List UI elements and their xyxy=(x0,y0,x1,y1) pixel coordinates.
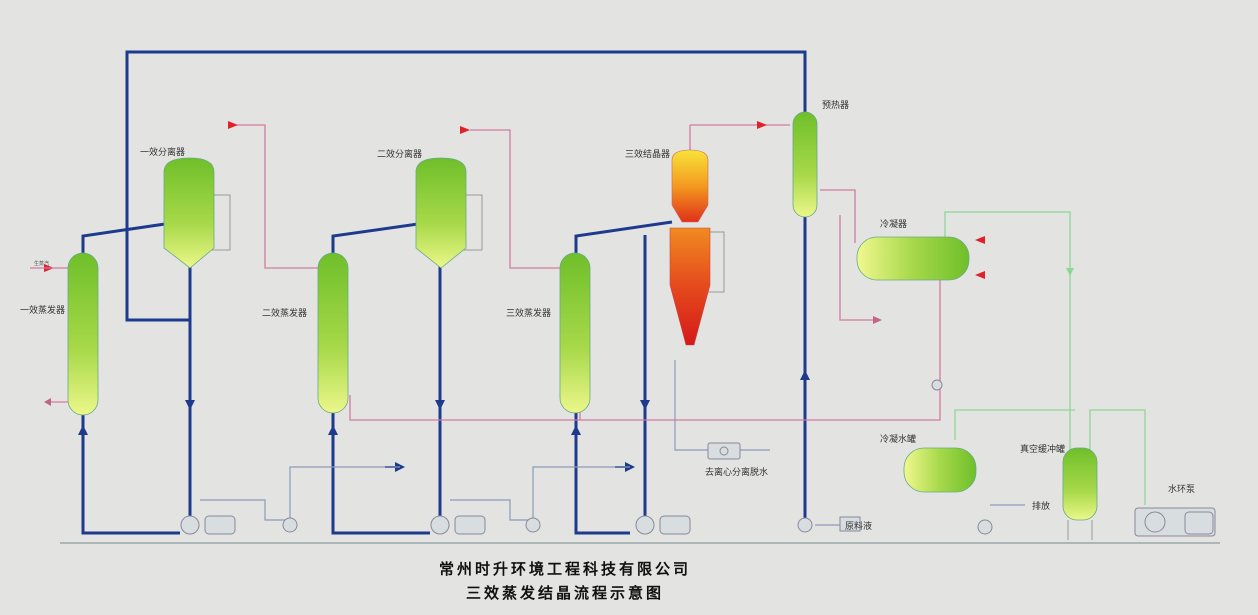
separator-2 xyxy=(415,157,483,269)
crystallizer xyxy=(669,149,725,346)
label-water-ring-pump: 水环泵 xyxy=(1168,483,1195,495)
label-evap2: 二效蒸发器 xyxy=(262,307,307,319)
cooling-lines xyxy=(944,211,1146,505)
label-vacuum-buffer: 真空缓冲罐 xyxy=(1020,443,1065,455)
separator-1 xyxy=(163,157,231,269)
diagram-title: 三效蒸发结晶流程示意图 xyxy=(465,584,664,602)
label-evap3: 三效蒸发器 xyxy=(506,307,551,319)
label-discharge: 排放 xyxy=(1032,500,1050,512)
label-sep2: 二效分离器 xyxy=(377,148,422,160)
label-feed: 原料液 xyxy=(845,520,872,532)
vacuum-buffer-tank xyxy=(1062,447,1098,540)
label-cryst: 三效结晶器 xyxy=(625,148,670,160)
label-preheater: 预热器 xyxy=(822,99,849,111)
evaporator-2 xyxy=(317,252,349,414)
condensate-tank xyxy=(903,447,977,493)
pumps xyxy=(180,379,1216,537)
vapour-lines xyxy=(45,124,941,421)
preheater xyxy=(792,111,818,218)
evaporator-1 xyxy=(67,252,99,416)
flow-arrows-pink xyxy=(44,316,882,406)
label-steam-in: 生蒸汽 xyxy=(34,260,49,267)
company-name: 常州时升环境工程科技有限公司 xyxy=(438,560,691,578)
label-condenser: 冷凝器 xyxy=(880,218,907,230)
process-liquid-lines xyxy=(81,50,807,535)
transfer-lines xyxy=(200,360,1025,526)
label-sep1: 一效分离器 xyxy=(140,146,185,158)
condenser xyxy=(856,236,970,281)
label-evap1: 一效蒸发器 xyxy=(20,304,65,316)
cooling-arrow xyxy=(1066,268,1074,276)
label-condensate-tank: 冷凝水罐 xyxy=(880,433,916,445)
evaporator-3 xyxy=(559,252,591,414)
label-centrifuge: 去离心分离脱水 xyxy=(705,466,768,478)
